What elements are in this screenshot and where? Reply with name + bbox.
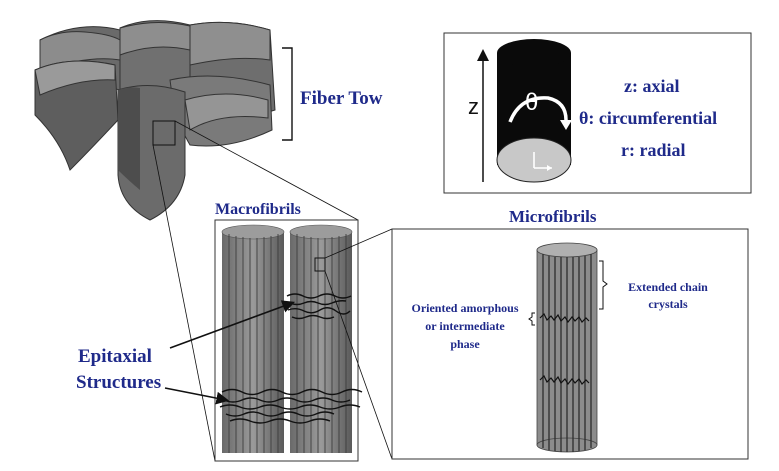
epitaxial-arrow-lower — [164, 387, 230, 405]
fiber-tow-bracket — [282, 47, 293, 141]
macrofibril-bundle-right — [289, 224, 353, 453]
fiber-tow-illustration — [34, 20, 276, 221]
crystals-bracket — [599, 260, 608, 310]
axes-legend-box: z θ z: axial θ: circumferential r: radia… — [443, 32, 752, 194]
amorphous-label-line3: phase — [450, 337, 480, 351]
crystals-label-line1: Extended chain — [628, 280, 708, 294]
microfibrils-box: Oriented amorphous or intermediate phase… — [391, 228, 749, 460]
z-axis-letter: z — [468, 94, 479, 119]
epitaxial-label-line2: Structures — [76, 372, 161, 393]
amorphous-kinks-lower — [539, 374, 590, 386]
zoom-line-macro-top — [324, 228, 393, 259]
macrofibril-bundle-left — [221, 224, 285, 453]
amorphous-label-line2: or intermediate — [425, 319, 505, 333]
theta-symbol: θ — [525, 89, 538, 116]
epitaxial-label-line1: Epitaxial — [78, 346, 152, 367]
fiber-tow-label: Fiber Tow — [300, 88, 383, 109]
amorphous-label-line1: Oriented amorphous — [411, 301, 518, 315]
zoom-line-macro-bottom — [324, 270, 393, 460]
microfibril-rod — [536, 242, 598, 453]
macrofibrils-box — [214, 219, 363, 462]
amorphous-kinks-upper — [539, 312, 590, 324]
microfibrils-title: Microfibrils — [509, 207, 597, 226]
crystals-label-line2: crystals — [648, 297, 688, 311]
fiber-zoom-box — [152, 120, 176, 146]
axis-cylinder-top — [497, 39, 571, 67]
macrofibrils-title: Macrofibrils — [215, 201, 301, 218]
amorphous-bracket — [528, 312, 535, 326]
theta-arrow — [508, 96, 568, 123]
legend-axial: z: axial — [624, 76, 680, 96]
macrofibril-zoom-box — [314, 257, 326, 272]
legend-radial: r: radial — [621, 140, 686, 160]
legend-circumferential: θ: circumferential — [579, 108, 717, 128]
epitaxial-arrow-upper — [169, 300, 296, 349]
epitaxial-squiggles-lower — [219, 388, 363, 424]
zoom-line-fiber-left — [152, 144, 216, 462]
zoom-line-fiber-right — [174, 120, 359, 221]
